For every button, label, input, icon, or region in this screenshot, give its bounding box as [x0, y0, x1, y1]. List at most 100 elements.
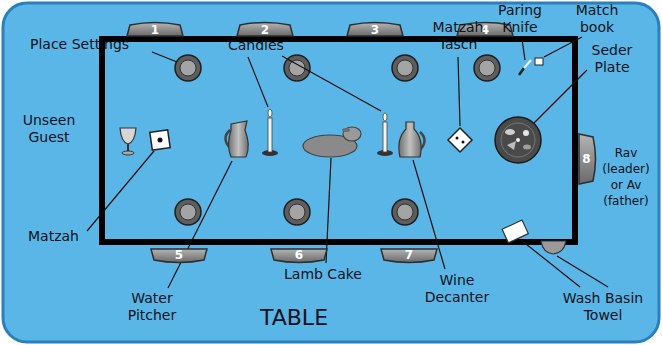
- plate: [175, 55, 201, 81]
- seder-plate-rim: [501, 123, 535, 157]
- leader-line: [521, 240, 580, 287]
- leader-line: [168, 161, 232, 288]
- callout-label: Water Pitcher: [118, 290, 186, 324]
- callout-label: Wine Decanter: [418, 272, 496, 306]
- seat-number: 2: [261, 24, 269, 36]
- leader-line: [326, 158, 331, 263]
- plate: [392, 55, 418, 81]
- knife-handle: [519, 68, 524, 75]
- seat-number: 8: [582, 153, 590, 165]
- goblet-cup: [120, 128, 136, 144]
- candle: [377, 113, 393, 156]
- callout-label: Paring Knife: [490, 2, 550, 36]
- tasch-dot: [462, 141, 465, 144]
- plate-center: [180, 60, 196, 76]
- callout-label: Wash Basin Towel: [555, 290, 651, 324]
- plate-center: [397, 60, 413, 76]
- leader-lines: [87, 37, 608, 288]
- candle-flame: [383, 113, 387, 121]
- plate-center: [479, 60, 495, 76]
- callout-label: Matzah Tasch: [428, 19, 488, 53]
- chair-seat: 5: [150, 248, 208, 262]
- leader-line: [282, 56, 381, 111]
- matzah-tasch: [448, 128, 472, 152]
- seat-number: 7: [405, 249, 413, 261]
- pitcher-body: [229, 121, 249, 157]
- leader-line: [534, 70, 587, 123]
- chair-outline: [271, 249, 327, 263]
- chair-seat: 7: [380, 248, 438, 262]
- goblet-base: [122, 151, 134, 155]
- matzah: [150, 130, 170, 150]
- callout-label: Rav (leader) or Av (father): [598, 145, 654, 209]
- chair-outline: [347, 23, 403, 37]
- place-settings: [175, 55, 500, 225]
- seder-food: [523, 145, 531, 150]
- seder-food: [516, 138, 520, 142]
- plate: [474, 55, 500, 81]
- matzah-dot: [158, 138, 163, 143]
- background-panel: [3, 3, 659, 342]
- decanter-body: [399, 122, 421, 157]
- callout-label: Seder Plate: [585, 42, 639, 76]
- candle-flame: [268, 109, 272, 117]
- seder-plate-dish: [495, 117, 541, 163]
- leader-line: [557, 256, 608, 287]
- chair-outline: [151, 249, 207, 263]
- leader-line: [458, 57, 460, 126]
- callout-label: Place Settings: [30, 36, 129, 53]
- seder-plate: [495, 117, 541, 163]
- callout-label: Candles: [228, 37, 284, 54]
- water-pitcher: [226, 121, 249, 157]
- plate: [175, 199, 201, 225]
- seder-food: [505, 129, 515, 135]
- paring-knife: [519, 60, 531, 75]
- plate-center: [289, 204, 305, 220]
- callout-label: Unseen Guest: [12, 112, 86, 146]
- plate-center: [397, 204, 413, 220]
- chair-seat: 3: [346, 23, 404, 37]
- chair-outline: [381, 249, 437, 263]
- plate-center: [180, 204, 196, 220]
- chair-outline: [579, 134, 596, 184]
- seder-food: [507, 141, 516, 150]
- plate: [284, 199, 310, 225]
- chair-seat: 2: [236, 23, 294, 37]
- tasch-diamond: [448, 128, 472, 152]
- callout-label: Matzah: [28, 228, 79, 245]
- candle-stick: [383, 122, 387, 152]
- knife-blade: [524, 60, 531, 68]
- seder-food: [523, 130, 529, 136]
- chair-seat: 6: [270, 248, 328, 262]
- leader-line: [248, 57, 268, 107]
- seat-number: 5: [175, 249, 183, 261]
- table-outline: [102, 39, 575, 242]
- callout-label: Lamb Cake: [284, 266, 362, 283]
- goblet: [120, 128, 136, 155]
- matchbook: [535, 58, 543, 65]
- leader-line: [544, 37, 582, 57]
- seat-number: 1: [151, 24, 159, 36]
- chair-seat: 1: [126, 23, 184, 37]
- lamb-head: [343, 127, 361, 141]
- wash-basin: [541, 241, 566, 254]
- chair-outline: [237, 23, 293, 37]
- tasch-dot: [456, 137, 459, 140]
- seat-number: 3: [371, 24, 379, 36]
- plate: [392, 199, 418, 225]
- lamb-cake: [303, 127, 361, 157]
- candle-stick: [268, 118, 272, 152]
- towel: [502, 220, 528, 243]
- candle: [262, 109, 278, 156]
- wine-decanter: [399, 122, 425, 157]
- callout-label: Match book: [568, 2, 626, 36]
- lamb-ear: [342, 128, 350, 132]
- callout-label: TABLE: [260, 305, 328, 331]
- leader-line: [152, 52, 177, 62]
- matzah-square: [150, 130, 170, 150]
- leader-line: [87, 151, 154, 231]
- seat-number: 6: [295, 249, 303, 261]
- chair-outline: [127, 23, 183, 37]
- chair-seat: 8: [578, 133, 595, 185]
